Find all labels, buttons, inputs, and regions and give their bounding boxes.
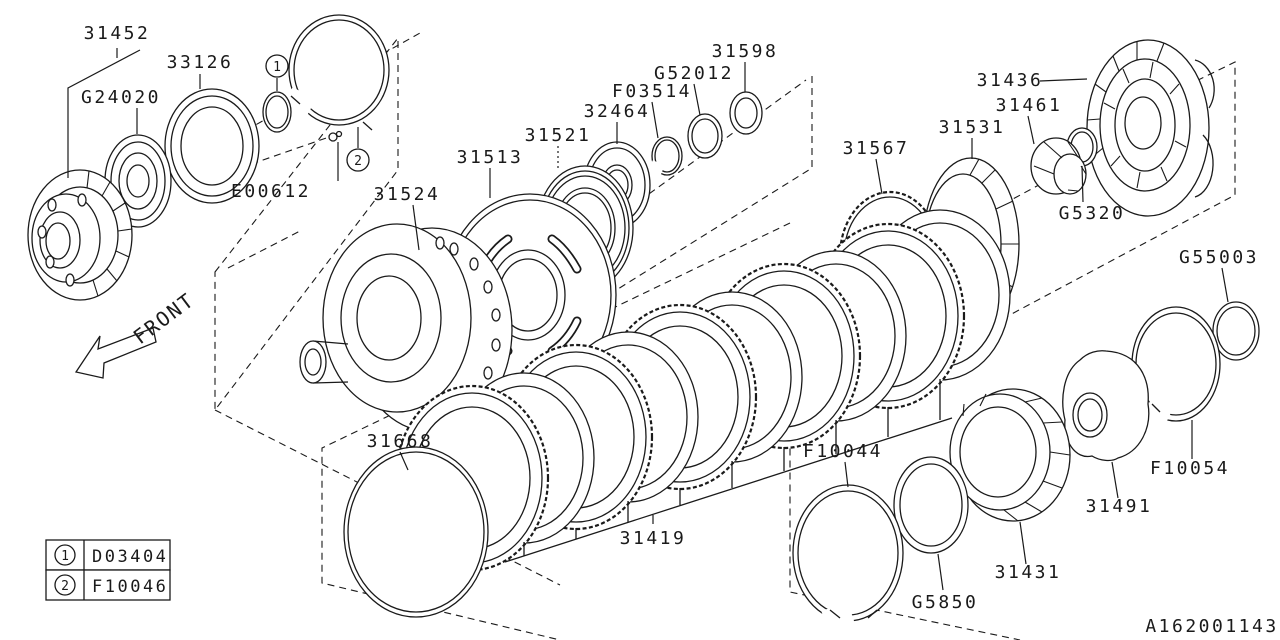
diagram-id: A162001143 — [1145, 616, 1278, 637]
leader-lines — [67, 48, 1229, 591]
part-31452-drum — [27, 169, 133, 301]
part-label-g5320[interactable]: G5320 — [1059, 203, 1126, 224]
part-label-g24020[interactable]: G24020 — [81, 87, 161, 108]
part-label-f03514[interactable]: F03514 — [612, 81, 692, 102]
part-31431-one-way-clutch — [949, 388, 1071, 522]
part-31461-one-way-clutch — [1030, 137, 1087, 195]
group-box-piston — [564, 76, 813, 323]
legend-badge-1: 1 — [61, 549, 69, 564]
callout-1-text: 1 — [273, 60, 281, 75]
part-label-f10044[interactable]: F10044 — [803, 441, 883, 462]
front-arrow-icon — [74, 327, 157, 379]
part-label-31521[interactable]: 31521 — [525, 125, 592, 146]
part-f10044-snap-ring — [792, 484, 904, 632]
part-label-31461[interactable]: 31461 — [996, 95, 1063, 116]
part-f03514-snap-ring — [648, 136, 683, 177]
legend-badge-2: 2 — [61, 579, 69, 594]
part-label-g52012[interactable]: G52012 — [654, 63, 734, 84]
part-g55003-ring — [1212, 301, 1260, 361]
part-label-31452[interactable]: 31452 — [84, 23, 151, 44]
part-label-31419[interactable]: 31419 — [620, 528, 687, 549]
part-d03404-seal-ring — [262, 91, 292, 133]
part-label-31513[interactable]: 31513 — [457, 147, 524, 168]
front-label: FRONT — [129, 288, 200, 349]
part-f10054-snap-ring — [1131, 306, 1221, 427]
part-31436-annulus-drum — [1086, 39, 1215, 217]
part-label-32464[interactable]: 32464 — [584, 101, 651, 122]
part-labels: 31452 33126 G24020 E00612 31524 31513 31… — [81, 23, 1259, 613]
part-label-31524[interactable]: 31524 — [374, 184, 441, 205]
part-31598-ring — [729, 91, 763, 135]
clutch-rim-hatch — [962, 393, 1071, 522]
part-label-31431[interactable]: 31431 — [995, 562, 1062, 583]
part-31419-clutch-pack — [394, 209, 1011, 572]
part-label-31531[interactable]: 31531 — [939, 117, 1006, 138]
part-label-e00612[interactable]: E00612 — [231, 181, 311, 202]
part-e00612-pin — [328, 130, 343, 142]
callout-badge-1[interactable]: 1 — [265, 54, 289, 78]
part-33126-race — [164, 88, 260, 204]
part-label-31598[interactable]: 31598 — [712, 41, 779, 62]
part-label-33126[interactable]: 33126 — [167, 52, 234, 73]
part-label-31567[interactable]: 31567 — [843, 138, 910, 159]
legend-table: 1 D03404 2 F10046 — [45, 539, 171, 601]
part-label-31436[interactable]: 31436 — [977, 70, 1044, 91]
drum-rim-hatch — [86, 170, 133, 297]
front-indicator: FRONT — [74, 288, 200, 379]
part-label-31491[interactable]: 31491 — [1086, 496, 1153, 517]
part-g52012-seal — [687, 113, 723, 159]
legend-code-2: F10046 — [92, 577, 168, 597]
part-31524-drum — [299, 223, 513, 433]
part-31668-ring — [343, 446, 489, 618]
annulus-wedge-hatch — [1086, 41, 1187, 189]
part-label-g55003[interactable]: G55003 — [1179, 247, 1259, 268]
legend-code-1: D03404 — [92, 547, 168, 567]
callout-badge-2[interactable]: 2 — [346, 148, 370, 172]
part-label-g5850[interactable]: G5850 — [912, 592, 979, 613]
callout-2-text: 2 — [354, 154, 362, 169]
part-label-f10054[interactable]: F10054 — [1150, 458, 1230, 479]
part-31491-retainer-plate — [1062, 350, 1150, 462]
part-g5850-seal — [893, 456, 969, 554]
part-label-31668[interactable]: 31668 — [367, 431, 434, 452]
part-f10046-snap-ring — [282, 14, 390, 131]
